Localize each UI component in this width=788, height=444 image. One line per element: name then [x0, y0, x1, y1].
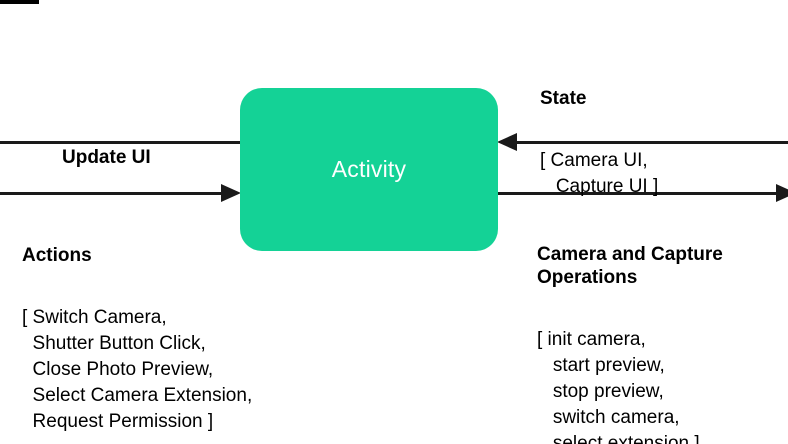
arrowhead-actions-icon	[221, 184, 241, 202]
flow-items-camera-operations: [ init camera, start preview, stop previ…	[537, 329, 700, 444]
flow-heading-state: State	[540, 88, 587, 109]
flow-label-camera-operations: Camera and Capture Operations [ init cam…	[537, 207, 723, 444]
flow-items-actions: [ Switch Camera, Shutter Button Click, C…	[22, 307, 253, 432]
flow-label-actions: Actions [ Switch Camera, Shutter Button …	[22, 208, 252, 444]
flow-line-actions	[0, 192, 227, 195]
flow-label-state: State [ Camera UI, Capture UI ]	[540, 51, 658, 236]
flow-heading-update-ui: Update UI	[62, 147, 151, 168]
arrowhead-camera-operations-icon	[776, 184, 788, 202]
activity-node-label: Activity	[331, 156, 407, 182]
crop-mark	[0, 0, 39, 4]
flow-line-camera-operations	[497, 192, 788, 195]
arrowhead-state-icon	[497, 133, 517, 151]
activity-node: Activity	[240, 88, 498, 251]
flow-heading-camera-operations: Camera and Capture Operations	[537, 244, 723, 288]
flow-heading-actions: Actions	[22, 245, 92, 266]
flow-label-update-ui: Update UI	[62, 110, 151, 205]
flow-line-update-ui	[0, 141, 241, 144]
flow-items-state: [ Camera UI, Capture UI ]	[540, 150, 659, 197]
flow-line-state	[512, 141, 788, 144]
